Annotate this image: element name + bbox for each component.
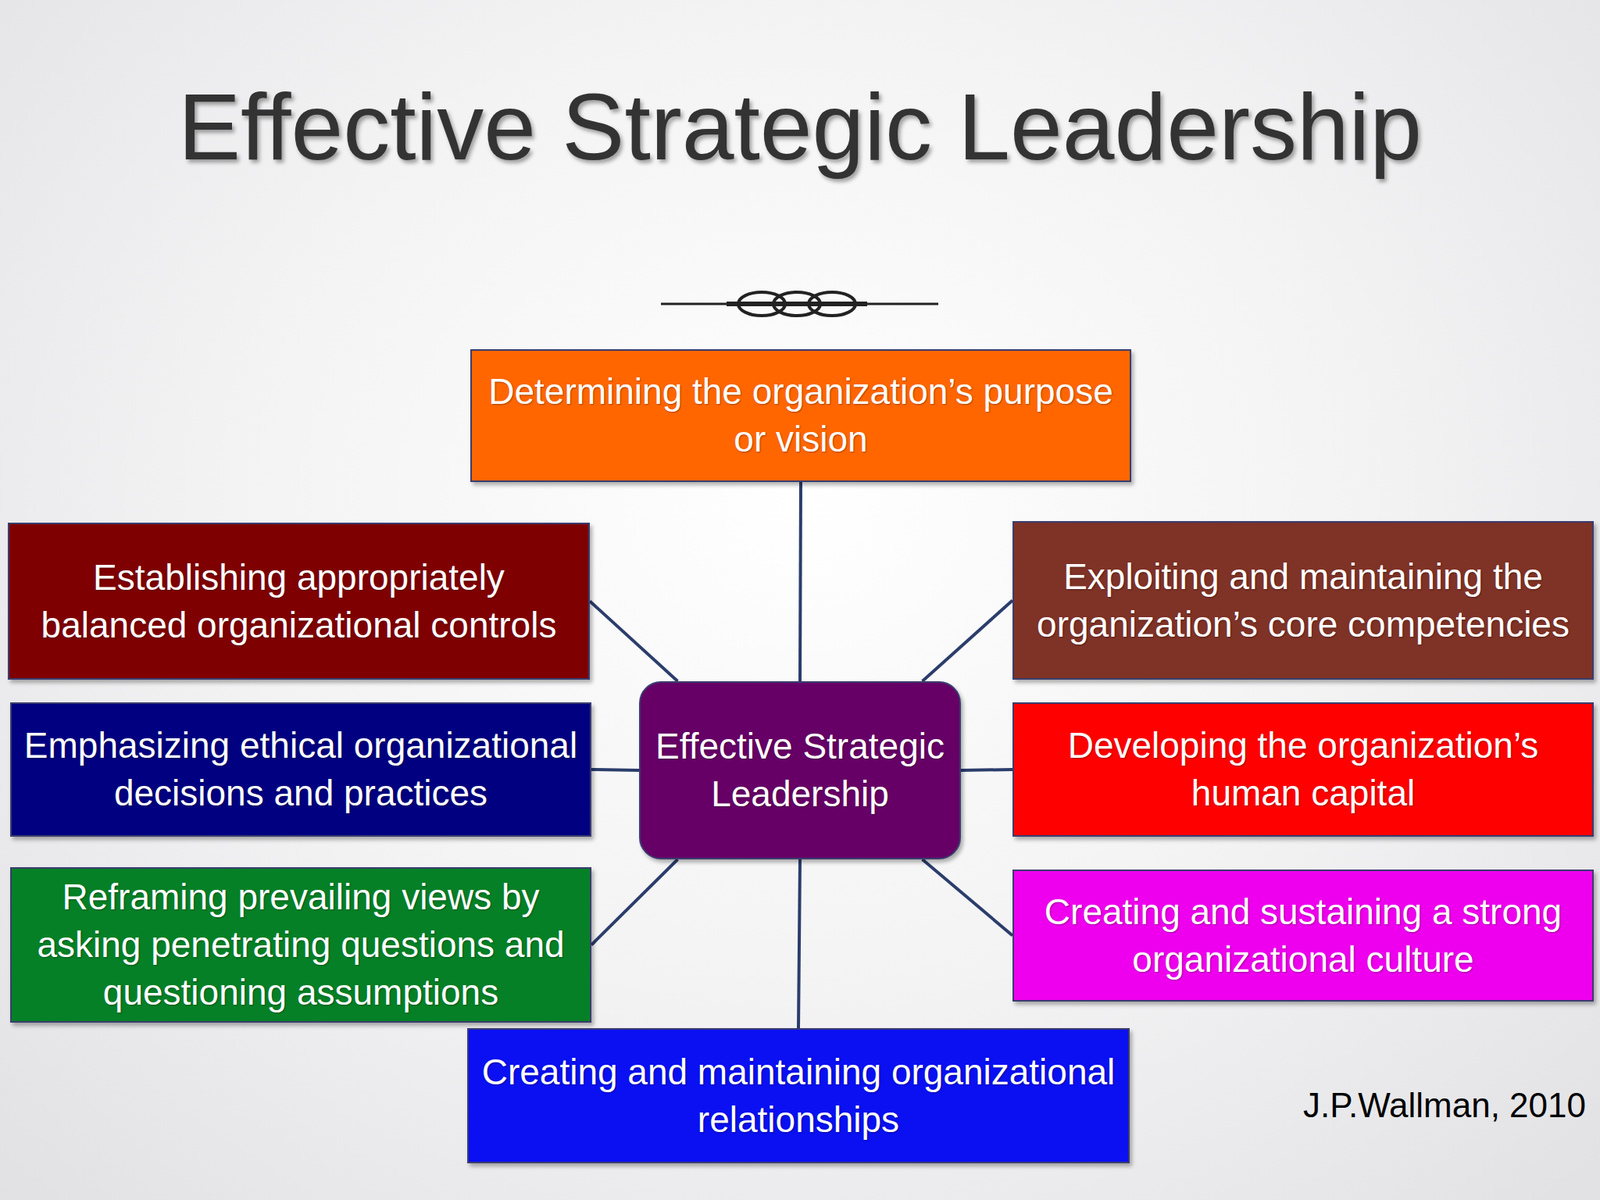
- connector-line: [798, 859, 800, 1029]
- ornament-line: [660, 303, 939, 306]
- connector-line: [960, 769, 1013, 771]
- box-text: Developing the organization’s human capi…: [1023, 721, 1583, 818]
- box-text: Exploiting and maintaining the organizat…: [1023, 553, 1583, 649]
- box-text: Effective Strategic Leadership: [650, 722, 950, 818]
- connector-line: [591, 859, 678, 946]
- box-text: Emphasizing ethical organizational decis…: [21, 721, 581, 818]
- strategy-box: Creating and maintaining organizational …: [467, 1028, 1130, 1164]
- ornament-loop: [808, 292, 856, 316]
- center-box: Effective Strategic Leadership: [639, 681, 961, 860]
- connector-line: [800, 482, 801, 682]
- strategy-box: Developing the organization’s human capi…: [1012, 702, 1594, 837]
- strategy-box: Reframing prevailing views by asking pen…: [10, 867, 592, 1023]
- connector-line: [922, 600, 1013, 683]
- citation: J.P.Wallman, 2010: [1242, 1084, 1586, 1126]
- connector-line: [922, 859, 1013, 936]
- box-text: Reframing prevailing views by asking pen…: [21, 873, 581, 1017]
- strategy-box: Emphasizing ethical organizational decis…: [10, 702, 592, 837]
- connector-line: [589, 601, 678, 683]
- strategy-box: Creating and sustaining a strong organiz…: [1012, 869, 1594, 1002]
- ornament-line: [726, 301, 868, 307]
- box-text: Creating and maintaining organizational …: [478, 1048, 1119, 1144]
- connector-line: [591, 769, 640, 771]
- box-text: Creating and sustaining a strong organiz…: [1023, 888, 1583, 984]
- slide-title: Effective Strategic Leadership: [0, 70, 1600, 183]
- strategy-box: Exploiting and maintaining the organizat…: [1012, 521, 1594, 680]
- strategy-box: Determining the organization’s purpose o…: [470, 349, 1132, 483]
- box-text: Determining the organization’s purpose o…: [481, 367, 1121, 464]
- strategy-box: Establishing appropriately balanced orga…: [7, 522, 590, 680]
- box-text: Establishing appropriately balanced orga…: [18, 553, 579, 650]
